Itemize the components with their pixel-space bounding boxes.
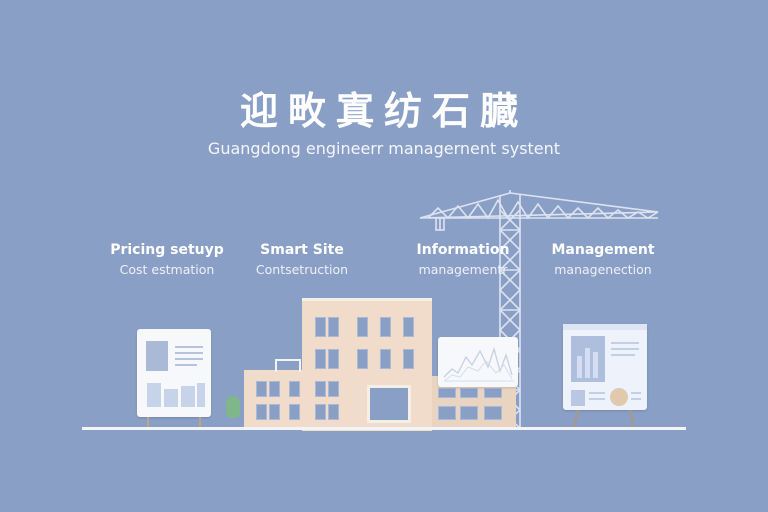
line-chart-panel-icon — [438, 337, 518, 387]
feature-title: Information — [416, 242, 510, 258]
feature-smart-site: Smart Site Contsetruction — [227, 242, 377, 277]
tower-crane-icon — [419, 190, 659, 429]
feature-title: Pricing setuyp — [110, 242, 224, 258]
feature-subtitle: managementr — [418, 262, 508, 277]
feature-subtitle: Cost estmation — [119, 262, 215, 277]
page-title: 迎畋寘纺石臓 — [239, 89, 528, 133]
ground-line — [82, 427, 686, 430]
report-board-icon — [563, 324, 649, 430]
feature-title: Management — [551, 242, 655, 258]
tree-icon — [226, 396, 240, 418]
feature-title: Smart Site — [260, 242, 344, 258]
feature-pricing: Pricing setuyp Cost estmation — [92, 242, 242, 277]
dashboard-board-icon — [137, 329, 213, 428]
feature-management: Management managenection — [528, 242, 678, 277]
feature-information: Information managementr — [388, 242, 538, 277]
page-subtitle: Guangdong engineerr managernent systent — [207, 139, 561, 158]
feature-subtitle: managenection — [554, 262, 652, 277]
feature-subtitle: Contsetruction — [255, 262, 349, 277]
office-building-icon — [244, 298, 516, 431]
